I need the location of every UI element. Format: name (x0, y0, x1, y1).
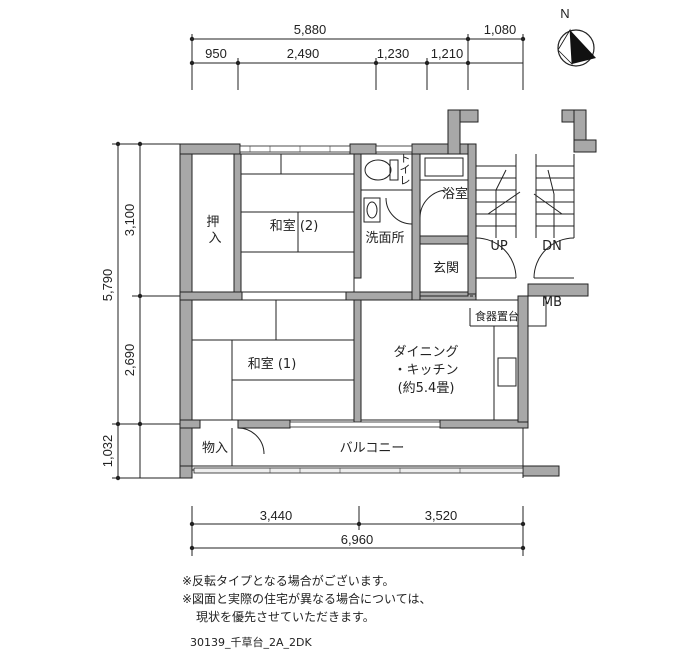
label-bath: 浴室 (442, 186, 468, 202)
label-washroom: 洗面所 (365, 231, 404, 246)
dim-bottom-part-2: 3,520 (425, 508, 458, 523)
room-outlines (191, 153, 575, 478)
dim-bottom-overall: 6,960 (341, 532, 374, 547)
dim-left-part-2: 2,690 (122, 344, 137, 377)
label-washitsu-1: 和室 (1) (248, 356, 297, 372)
walls (179, 109, 597, 479)
label-up: UP (490, 239, 508, 254)
note-1: ※反転タイプとなる場合がございます。 (182, 574, 395, 588)
bottom-dimensions (191, 506, 524, 556)
dim-top-overall: 5,880 (294, 22, 327, 37)
label-dining-2: ・キッチン (393, 363, 458, 378)
label-dn: DN (542, 239, 562, 254)
dim-top-part-4: 1,210 (431, 46, 464, 61)
dim-top-part-3: 1,230 (377, 46, 410, 61)
label-mb: MB (542, 295, 562, 310)
compass-label: N (560, 6, 569, 21)
plan-code: 30139_千草台_2A_2DK (190, 636, 312, 649)
label-balcony: バルコニー (340, 441, 405, 456)
left-dimensions (112, 143, 180, 479)
windows (193, 145, 524, 474)
label-oshiire-2: 入 (208, 231, 221, 246)
dim-left-part-1: 3,100 (122, 204, 137, 237)
dim-left-overall: 5,790 (100, 269, 115, 302)
north-arrow-icon (557, 28, 596, 67)
dim-top-right: 1,080 (484, 22, 517, 37)
note-3: 現状を優先させていただきます。 (196, 610, 375, 624)
label-oshiire-1: 押 (206, 215, 219, 230)
label-dining-3: (約5.4畳) (398, 381, 455, 396)
dim-top-part-2: 2,490 (287, 46, 320, 61)
dim-bottom-part-1: 3,440 (260, 508, 293, 523)
label-storage: 物入 (202, 441, 228, 456)
label-toilet: トイレ (400, 152, 411, 187)
top-dimensions (191, 34, 524, 90)
label-oshiire: 押 入 (206, 215, 223, 246)
label-dining-1: ダイニング (393, 345, 458, 360)
dim-top-part-1: 950 (205, 46, 227, 61)
label-cupboard: 食器置台 (475, 309, 519, 323)
note-2: ※図面と実際の住宅が異なる場合については、 (182, 592, 432, 606)
label-washitsu-2: 和室 (2) (270, 218, 319, 234)
dim-left-bottom: 1,032 (100, 435, 115, 468)
label-entrance: 玄関 (433, 261, 459, 276)
